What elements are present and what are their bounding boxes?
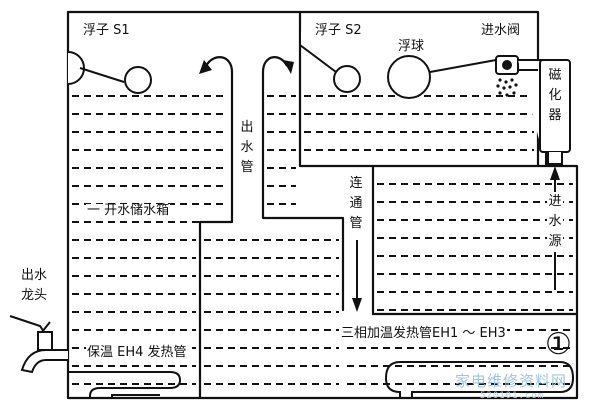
outlet-pipe-channel — [198, 70, 234, 400]
outlet-pipe-label: 出水管 — [239, 118, 255, 178]
heating-tubes-coil — [384, 361, 575, 398]
inlet-source-arrow-head — [550, 166, 560, 180]
float-s1-label: 浮子 S1 — [83, 23, 130, 38]
faucet — [9, 315, 68, 374]
water-spray — [496, 78, 518, 97]
connecting-pipe-arrow-head — [352, 298, 362, 312]
insulation-heater-coil — [68, 371, 182, 398]
float-s2 — [299, 30, 361, 93]
hot-chamber-wall — [261, 70, 345, 312]
heating-tubes-label: 三相加温发热管EH1 ～ EH3 — [340, 326, 507, 341]
connecting-pipe-label: 连通管 — [348, 174, 364, 234]
watermark-url: 520101.com — [480, 391, 545, 401]
outlet-arrow-head-left — [199, 60, 212, 74]
preheat-tank-wall — [298, 10, 540, 61]
outlet-arrows — [205, 56, 288, 73]
insulation-heater-label: 保温 EH4 发热管 — [86, 345, 188, 360]
magnetizer-label: 磁化器 — [548, 68, 562, 123]
float-ball — [387, 55, 497, 99]
figure-number: ① — [545, 327, 572, 362]
watermark-text: 家电维修资料网 — [455, 372, 568, 390]
water-source-label: 进水源 — [547, 192, 563, 252]
water-level-dashes — [72, 95, 573, 385]
float-s2-label: 浮子 S2 — [315, 23, 362, 38]
storage-tank-label: 一 开水储水箱 — [86, 203, 171, 218]
outlet-arrow-head-right — [283, 60, 294, 74]
float-s1 — [67, 51, 152, 94]
magnetizer — [539, 59, 571, 165]
faucet-label: 出水龙头 — [20, 268, 47, 303]
float-ball-label: 浮球 — [398, 39, 425, 54]
inlet-valve-label: 进水阀 — [481, 23, 521, 38]
